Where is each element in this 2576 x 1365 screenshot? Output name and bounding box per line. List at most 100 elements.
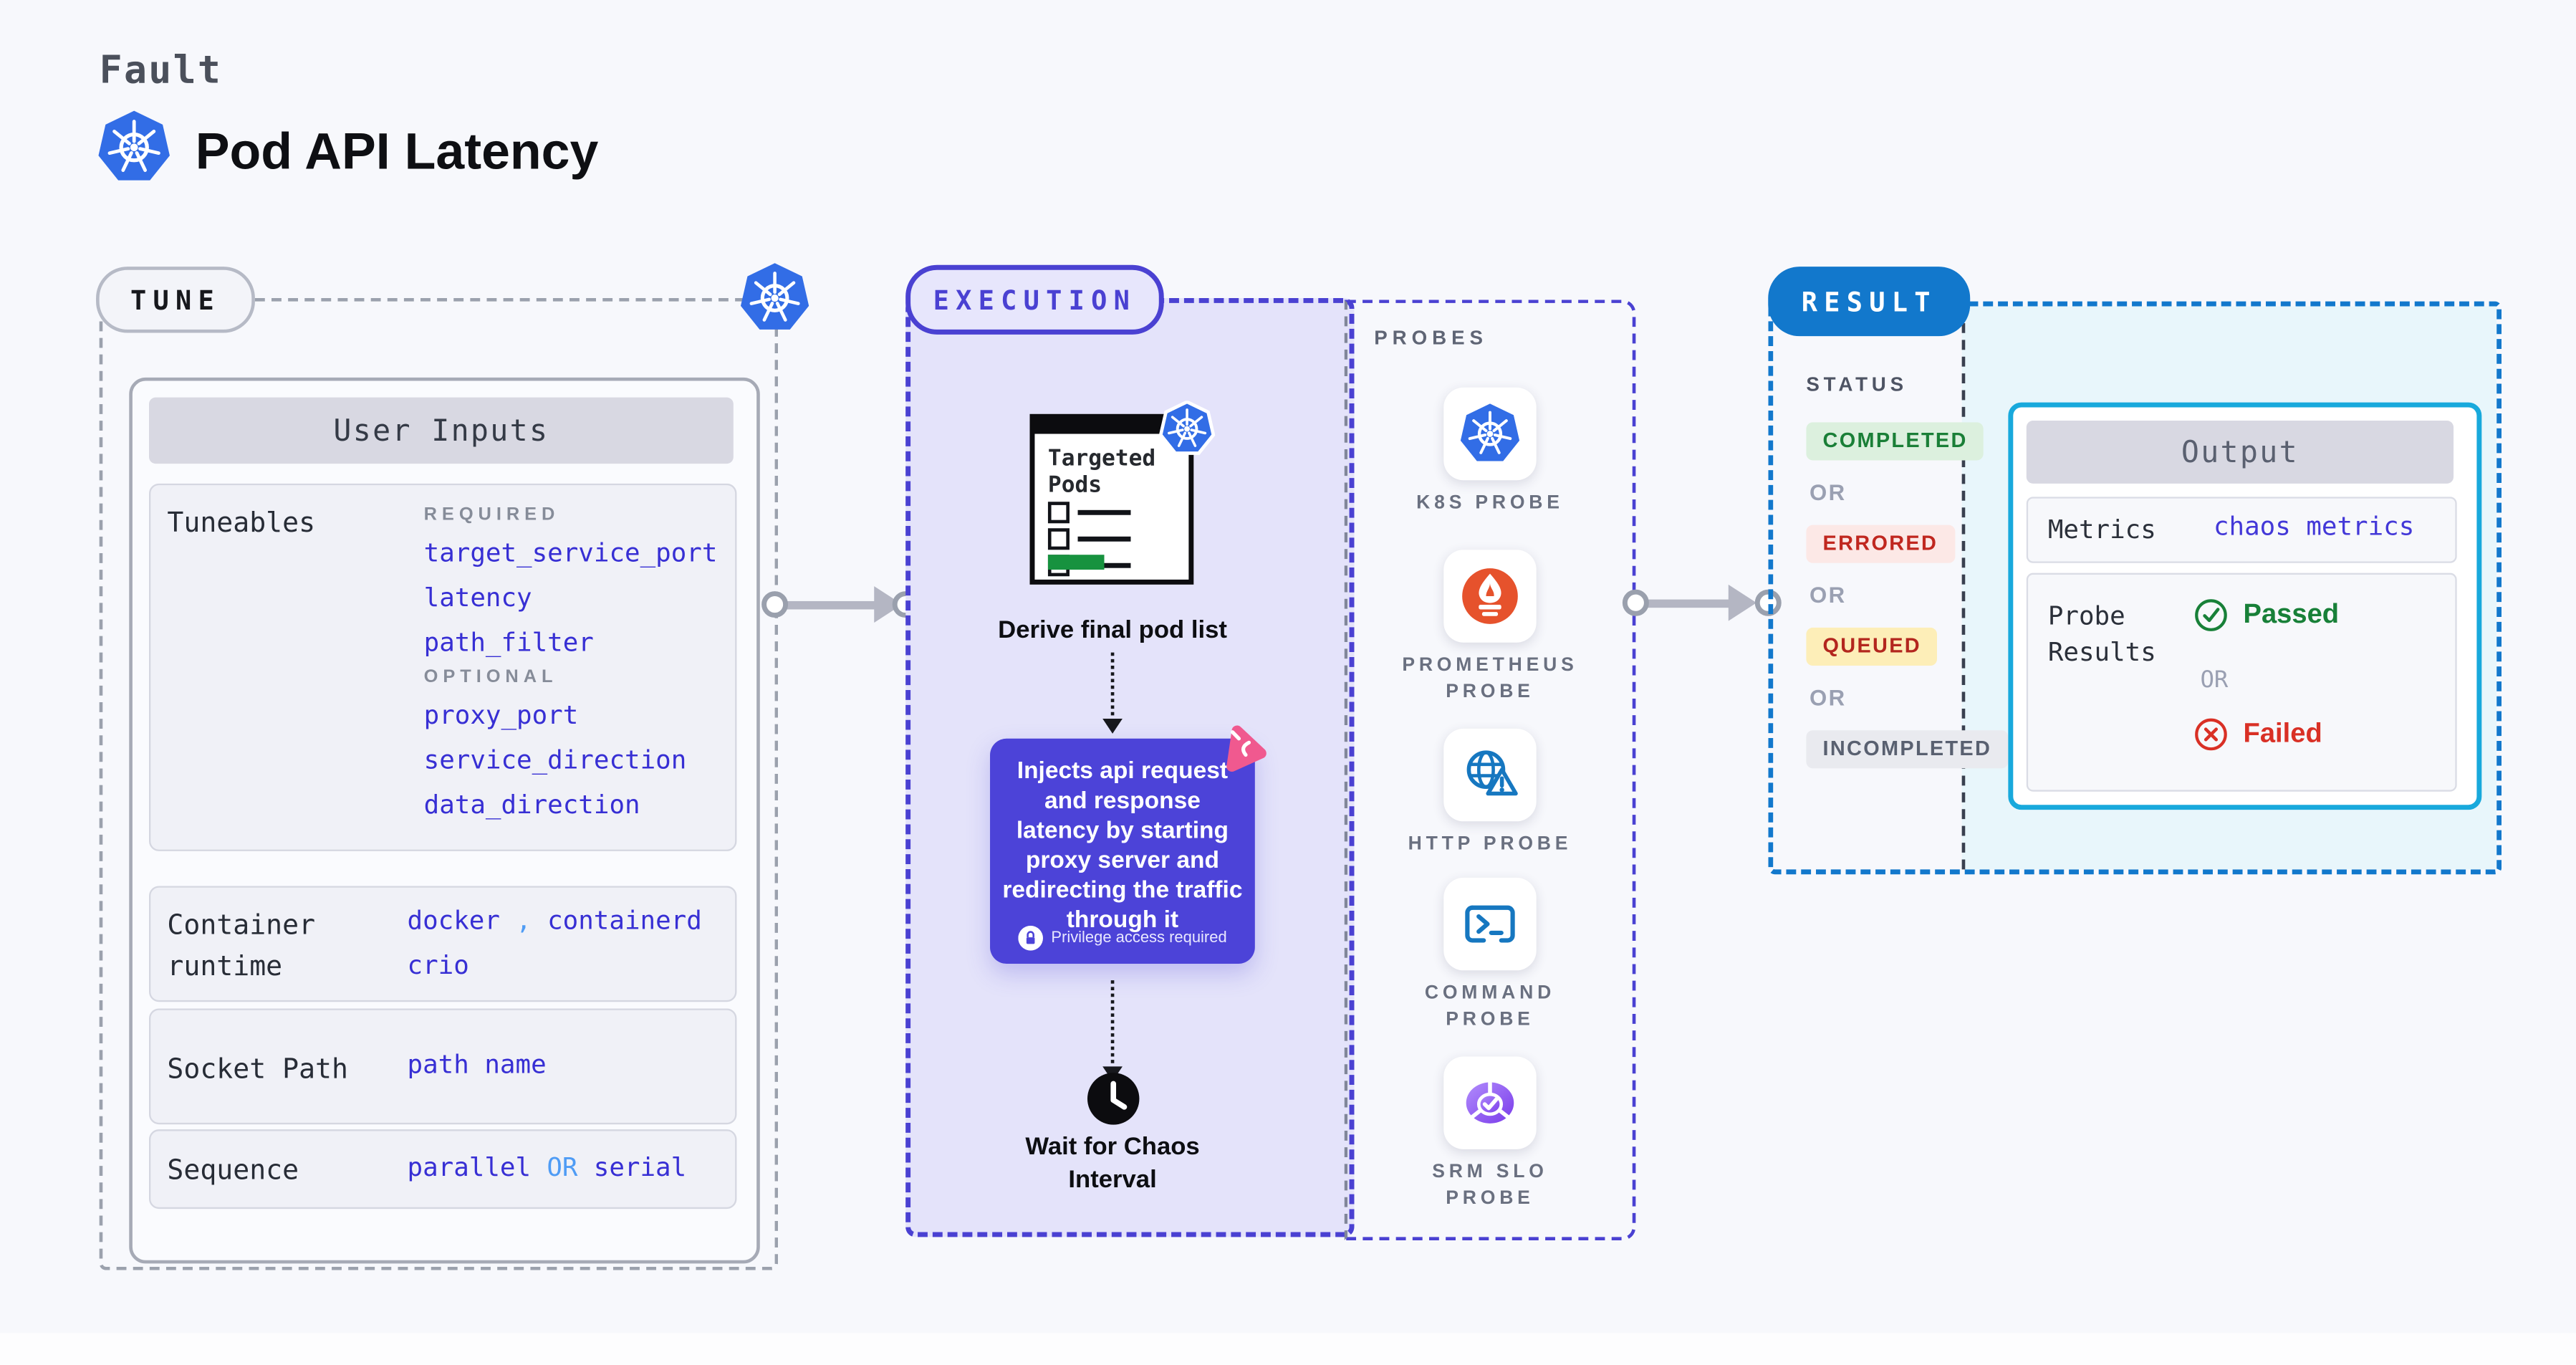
progress-bar <box>1047 555 1105 570</box>
status-label: STATUS <box>1806 372 1908 396</box>
tuneable-required-item: path_filter <box>423 627 594 658</box>
kubernetes-icon <box>1458 403 1522 466</box>
wait-caption-line2: Interval <box>1068 1166 1157 1194</box>
prometheus-icon <box>1462 568 1518 624</box>
pod-line <box>1077 509 1131 514</box>
socket-path-label: Socket Path <box>167 1053 348 1085</box>
probes-panel-label: PROBES <box>1374 326 1488 350</box>
tuneables-label: Tuneables <box>167 507 316 539</box>
or-separator: OR <box>1810 685 1847 711</box>
pod-line <box>1077 536 1131 541</box>
passed-label: Passed <box>2243 599 2340 630</box>
runtime-value: docker <box>407 906 500 936</box>
probe-label: K8S PROBE <box>1416 493 1564 514</box>
targeted-pods-card: Targeted Pods <box>1029 413 1194 585</box>
sequence-value: serial <box>593 1152 687 1183</box>
status-badge-completed: COMPLETED <box>1806 422 1984 461</box>
srm-slo-probe-card <box>1443 1056 1537 1149</box>
sequence-value: parallel <box>407 1152 532 1183</box>
metrics-row: Metrics chaos metrics <box>2026 497 2457 563</box>
required-label: REQUIRED <box>423 504 560 525</box>
sequence-row: Sequence parallel OR serial <box>148 1129 737 1210</box>
bottom-strip <box>0 1333 2576 1365</box>
probe-label: PROMETHEUS PROBE <box>1402 656 1578 702</box>
command-probe-card <box>1443 877 1537 971</box>
kubernetes-icon <box>739 260 812 336</box>
kubernetes-icon <box>96 110 172 186</box>
connector-node <box>1622 589 1649 616</box>
flow-connector <box>1110 652 1115 716</box>
tune-section <box>99 297 779 1270</box>
probe-label: SRM SLO PROBE <box>1432 1162 1548 1210</box>
optional-label: OPTIONAL <box>423 667 558 688</box>
probe-results-label: Probe Results <box>2047 600 2156 668</box>
pod-line <box>1077 562 1131 567</box>
checkbox-icon <box>1047 502 1070 524</box>
tune-pill: TUNE <box>96 267 255 333</box>
terminal-icon <box>1465 905 1515 943</box>
x-circle-icon <box>2195 718 2227 751</box>
http-probe-card <box>1443 728 1537 822</box>
lock-icon <box>1018 925 1043 951</box>
probes-panel: PROBES K8S PROBE PROMETHEUS PROBE <box>1344 300 1636 1241</box>
litmus-chaos-icon <box>1226 725 1267 772</box>
result-divider <box>1961 306 1966 870</box>
runtime-value: containerd <box>547 906 702 936</box>
result-section: STATUS COMPLETED OR ERRORED OR QUEUED OR… <box>1768 301 2502 875</box>
tuneable-optional-item: service_direction <box>423 744 687 775</box>
user-inputs-header: User Inputs <box>148 397 734 464</box>
result-pill: RESULT <box>1768 267 1971 337</box>
tune-to-execution-arrow <box>778 600 881 610</box>
connector-node <box>761 591 789 618</box>
checkbox-icon <box>1047 528 1070 550</box>
sequence-or: OR <box>547 1152 578 1183</box>
probes-to-result-arrow <box>1638 599 1736 608</box>
status-badge-incompleted: INCOMPLETED <box>1806 730 2009 769</box>
slo-gauge-icon <box>1466 1081 1514 1124</box>
privilege-note: Privilege access required <box>1051 929 1227 947</box>
tuneable-optional-item: data_direction <box>423 790 640 820</box>
k8s-probe-card <box>1443 387 1537 481</box>
failed-label: Failed <box>2243 719 2322 749</box>
probe-label: HTTP PROBE <box>1408 834 1572 855</box>
tuneables-row: Tuneables REQUIRED target_service_port l… <box>148 483 737 851</box>
output-header: Output <box>2026 421 2454 484</box>
tuneable-optional-item: proxy_port <box>423 700 579 731</box>
page-title: Pod API Latency <box>195 123 599 181</box>
status-badge-queued: QUEUED <box>1806 627 1938 666</box>
prometheus-probe-card <box>1443 550 1537 643</box>
kubernetes-icon <box>1159 401 1216 457</box>
runtime-value: crio <box>407 950 469 981</box>
clock-icon <box>1087 1073 1140 1125</box>
or-separator: OR <box>2200 667 2229 694</box>
probe-label: COMMAND PROBE <box>1424 983 1556 1030</box>
container-runtime-row: Container runtime docker , containerd cr… <box>148 886 737 1002</box>
user-inputs-card: User Inputs Tuneables REQUIRED target_se… <box>129 377 760 1264</box>
flow-connector <box>1110 980 1115 1063</box>
wait-caption-line1: Wait for Chaos <box>1025 1132 1200 1162</box>
targeted-pods-title: Targeted Pods <box>1047 445 1156 499</box>
probe-results-row: Probe Results Passed OR Failed <box>2026 573 2457 792</box>
derive-caption: Derive final pod list <box>998 616 1227 645</box>
inject-note-card: Injects api request and response latency… <box>990 738 1255 964</box>
tuneable-required-item: latency <box>423 583 532 613</box>
or-separator: OR <box>1810 583 1847 608</box>
output-card: Output Metrics chaos metrics Probe Resul… <box>2008 402 2482 810</box>
arrow-head <box>1728 584 1757 621</box>
container-runtime-label: Container runtime <box>167 909 316 982</box>
runtime-comma: , <box>516 906 532 936</box>
socket-path-row: Socket Path path name <box>148 1008 737 1125</box>
arrow-head <box>1102 719 1123 734</box>
socket-path-value: path name <box>407 1050 547 1080</box>
check-circle-icon <box>2195 599 2227 631</box>
metrics-value: chaos metrics <box>2213 512 2415 542</box>
tuneable-required-item: target_service_port <box>423 538 718 568</box>
sequence-label: Sequence <box>167 1154 299 1186</box>
inject-note-text: Injects api request and response latency… <box>1002 758 1243 934</box>
globe-alert-icon <box>1466 750 1518 796</box>
pods-card-titlebar <box>1033 417 1191 434</box>
fault-category-label: Fault <box>99 49 223 93</box>
execution-pill: EXECUTION <box>905 264 1164 335</box>
status-badge-errored: ERRORED <box>1806 525 1955 563</box>
